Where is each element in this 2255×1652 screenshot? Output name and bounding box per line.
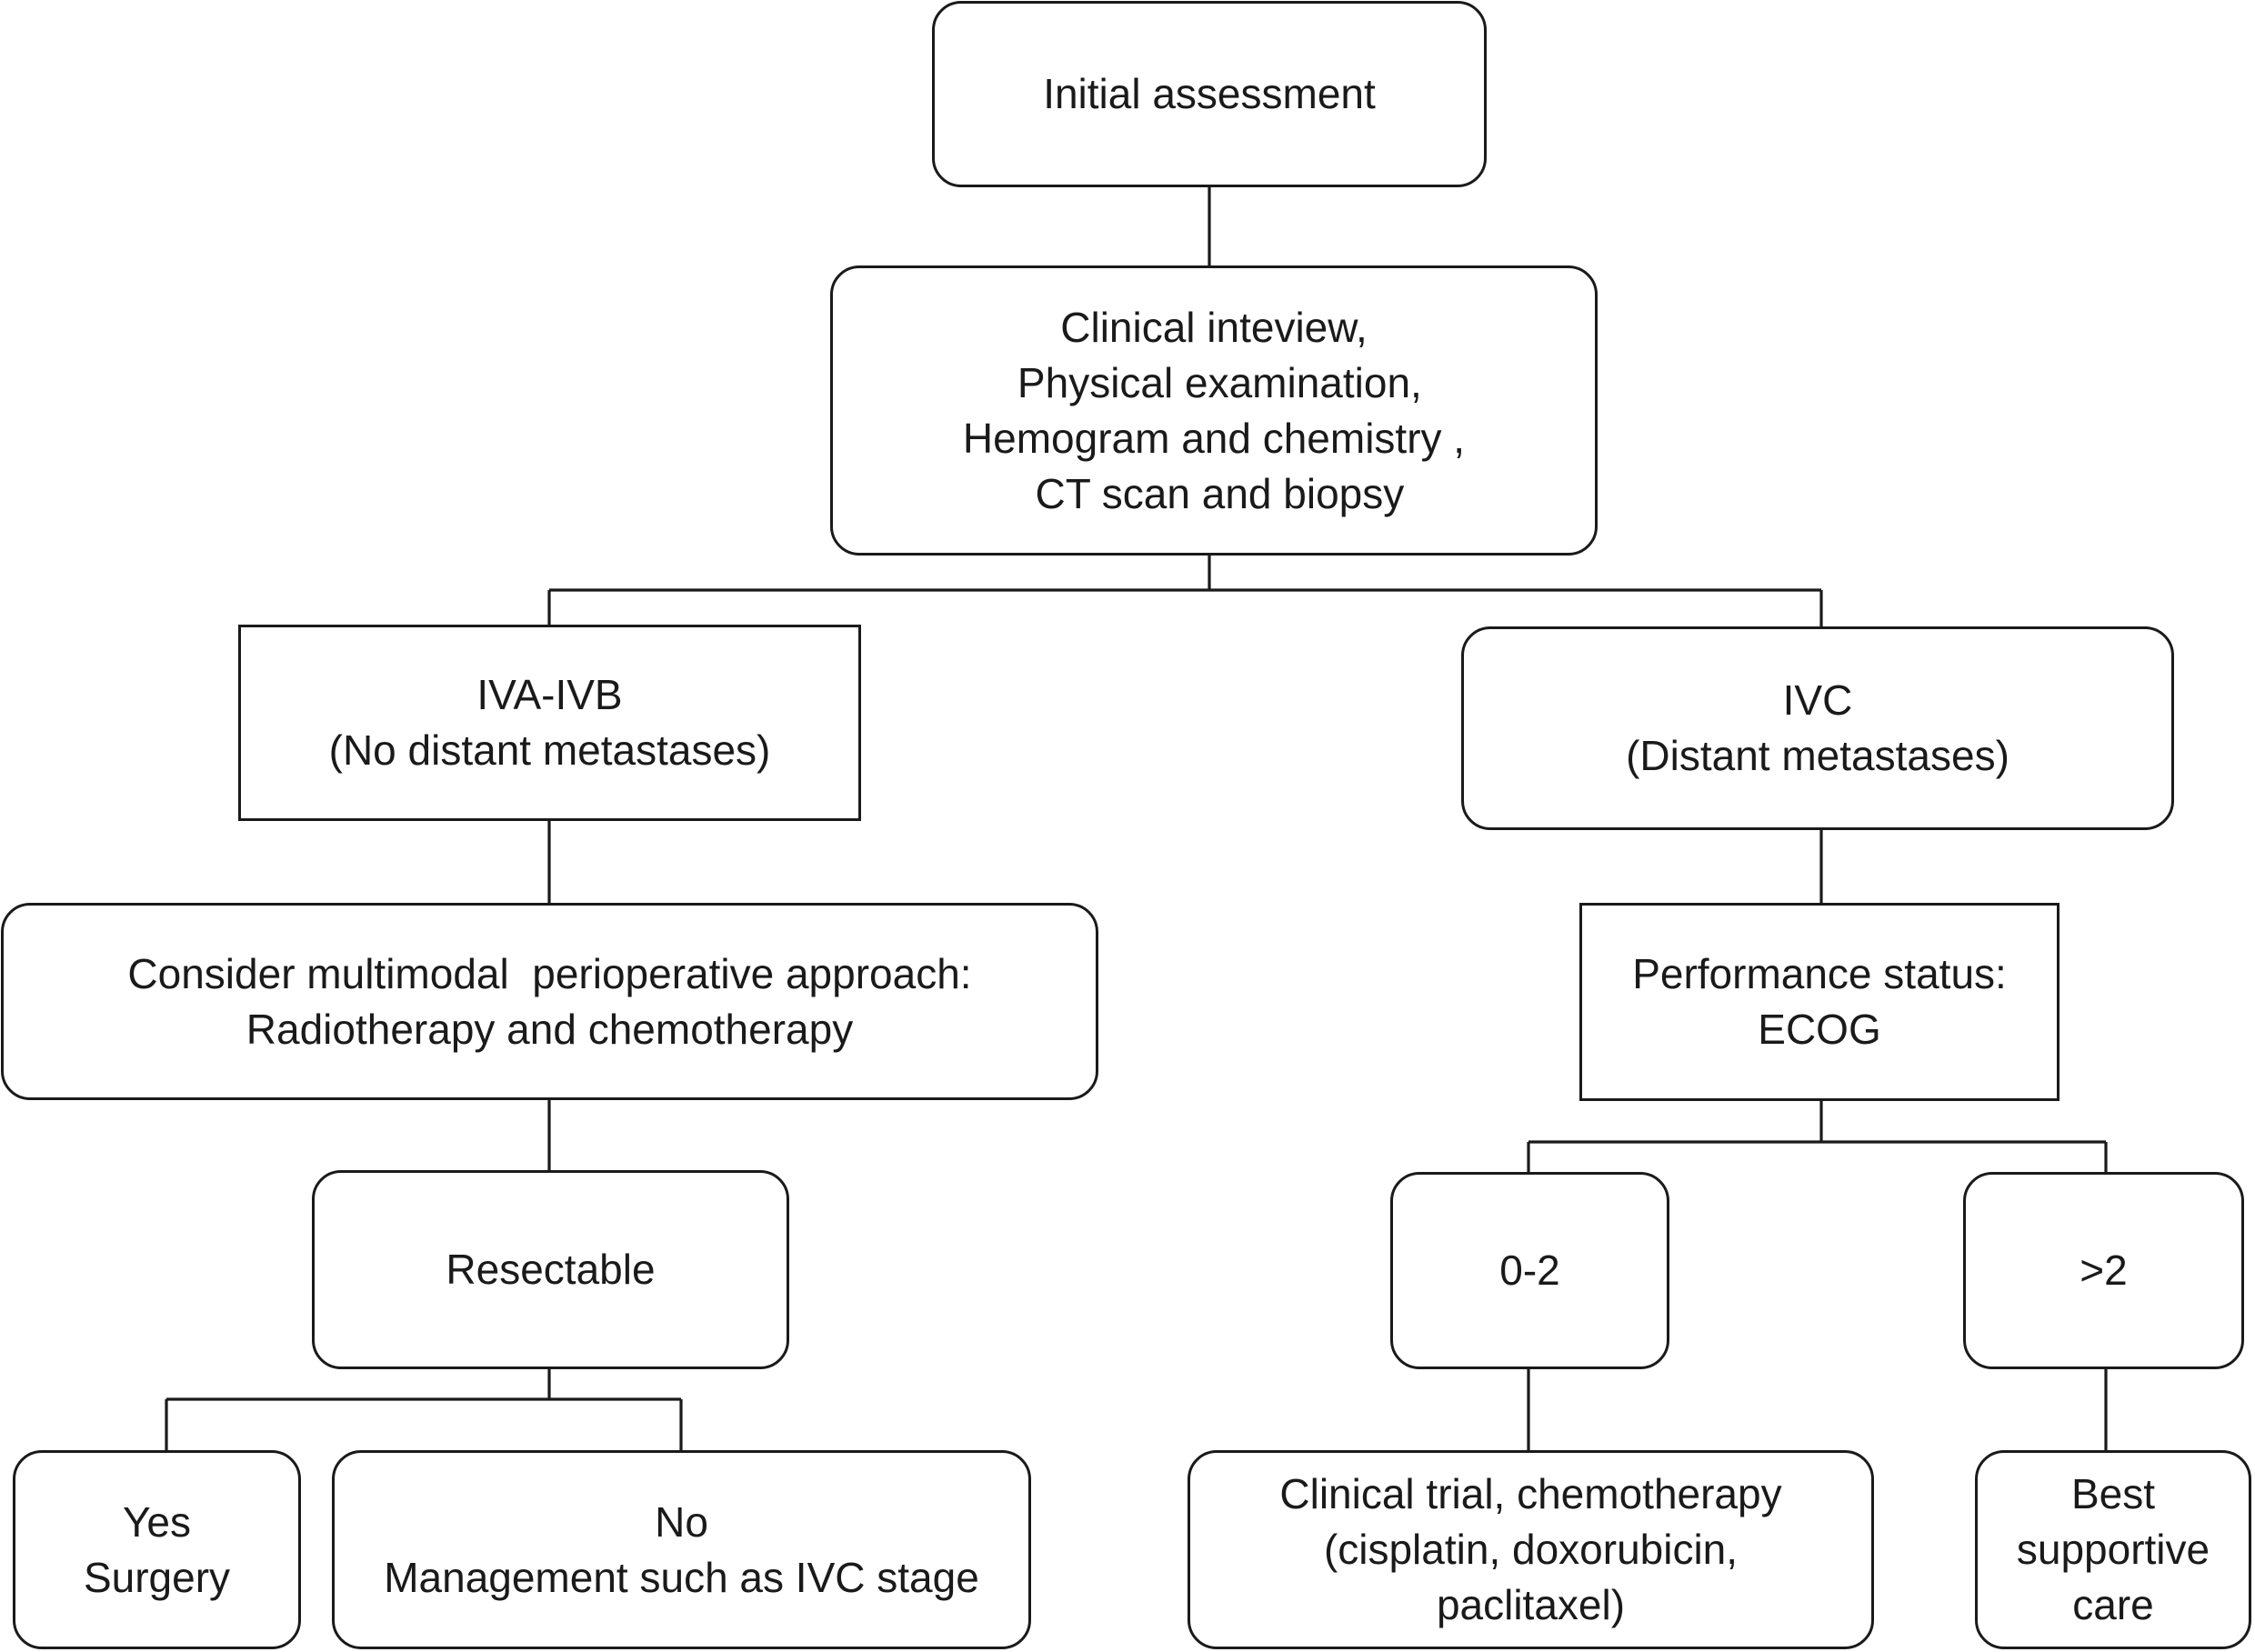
node-text: Initial assessment [1043, 70, 1376, 117]
node-text: CT scan and biopsy [1023, 469, 1405, 517]
node-iva-ivb: IVA-IVB (No distant metastases) [238, 625, 861, 821]
node-ecog-gt-2: >2 [1963, 1172, 2244, 1369]
node-text: Clinical trial, chemotherapy [1279, 1470, 1782, 1517]
node-text: IVA-IVB [476, 671, 623, 718]
node-text: Performance status: [1632, 950, 2007, 997]
node-text: 0-2 [1499, 1247, 1560, 1294]
node-text: >2 [2080, 1247, 2128, 1294]
node-text: (Distant metastases) [1626, 732, 2009, 779]
node-text: (No distant metastases) [328, 726, 771, 774]
node-best-supportive-care: Best supportive care [1975, 1450, 2251, 1649]
node-text: Clinical inteview, [1060, 303, 1368, 351]
node-text: Resectable [446, 1246, 656, 1293]
node-initial-assessment: Initial assessment [932, 1, 1487, 187]
node-multimodal: Consider multimodal perioperative approa… [1, 903, 1098, 1100]
node-text: Radiotherapy and chemotherapy [246, 1005, 854, 1053]
node-text: Best [2070, 1470, 2156, 1517]
node-text: care [2072, 1581, 2154, 1628]
node-text: Surgery [83, 1553, 231, 1601]
node-text: Consider multimodal perioperative approa… [127, 949, 972, 997]
node-text: Management such as IVC stage [384, 1553, 979, 1601]
node-resectable: Resectable [312, 1170, 789, 1369]
node-text: Yes [122, 1497, 192, 1546]
node-text: ECOG [1758, 1006, 1881, 1053]
node-text: supportive [2016, 1526, 2210, 1573]
node-text: No [655, 1497, 708, 1546]
node-clinical-trial: Clinical trial, chemotherapy (cisplatin,… [1188, 1450, 1874, 1649]
node-text: Hemogram and chemistry , [962, 414, 1466, 462]
node-ivc: IVC (Distant metastases) [1461, 626, 2174, 830]
node-no-management: No Management such as IVC stage [332, 1450, 1031, 1649]
node-text: IVC [1782, 676, 1853, 724]
node-performance-status: Performance status: ECOG [1579, 903, 2060, 1101]
node-yes-surgery: Yes Surgery [13, 1450, 301, 1649]
node-ecog-0-2: 0-2 [1390, 1172, 1669, 1369]
node-text: paclitaxel) [1436, 1581, 1626, 1628]
node-text: (cisplatin, doxorubicin, [1323, 1526, 1739, 1573]
node-workup: Clinical inteview, Physical examination,… [830, 265, 1598, 556]
node-text: Physical examination, [1006, 358, 1422, 406]
